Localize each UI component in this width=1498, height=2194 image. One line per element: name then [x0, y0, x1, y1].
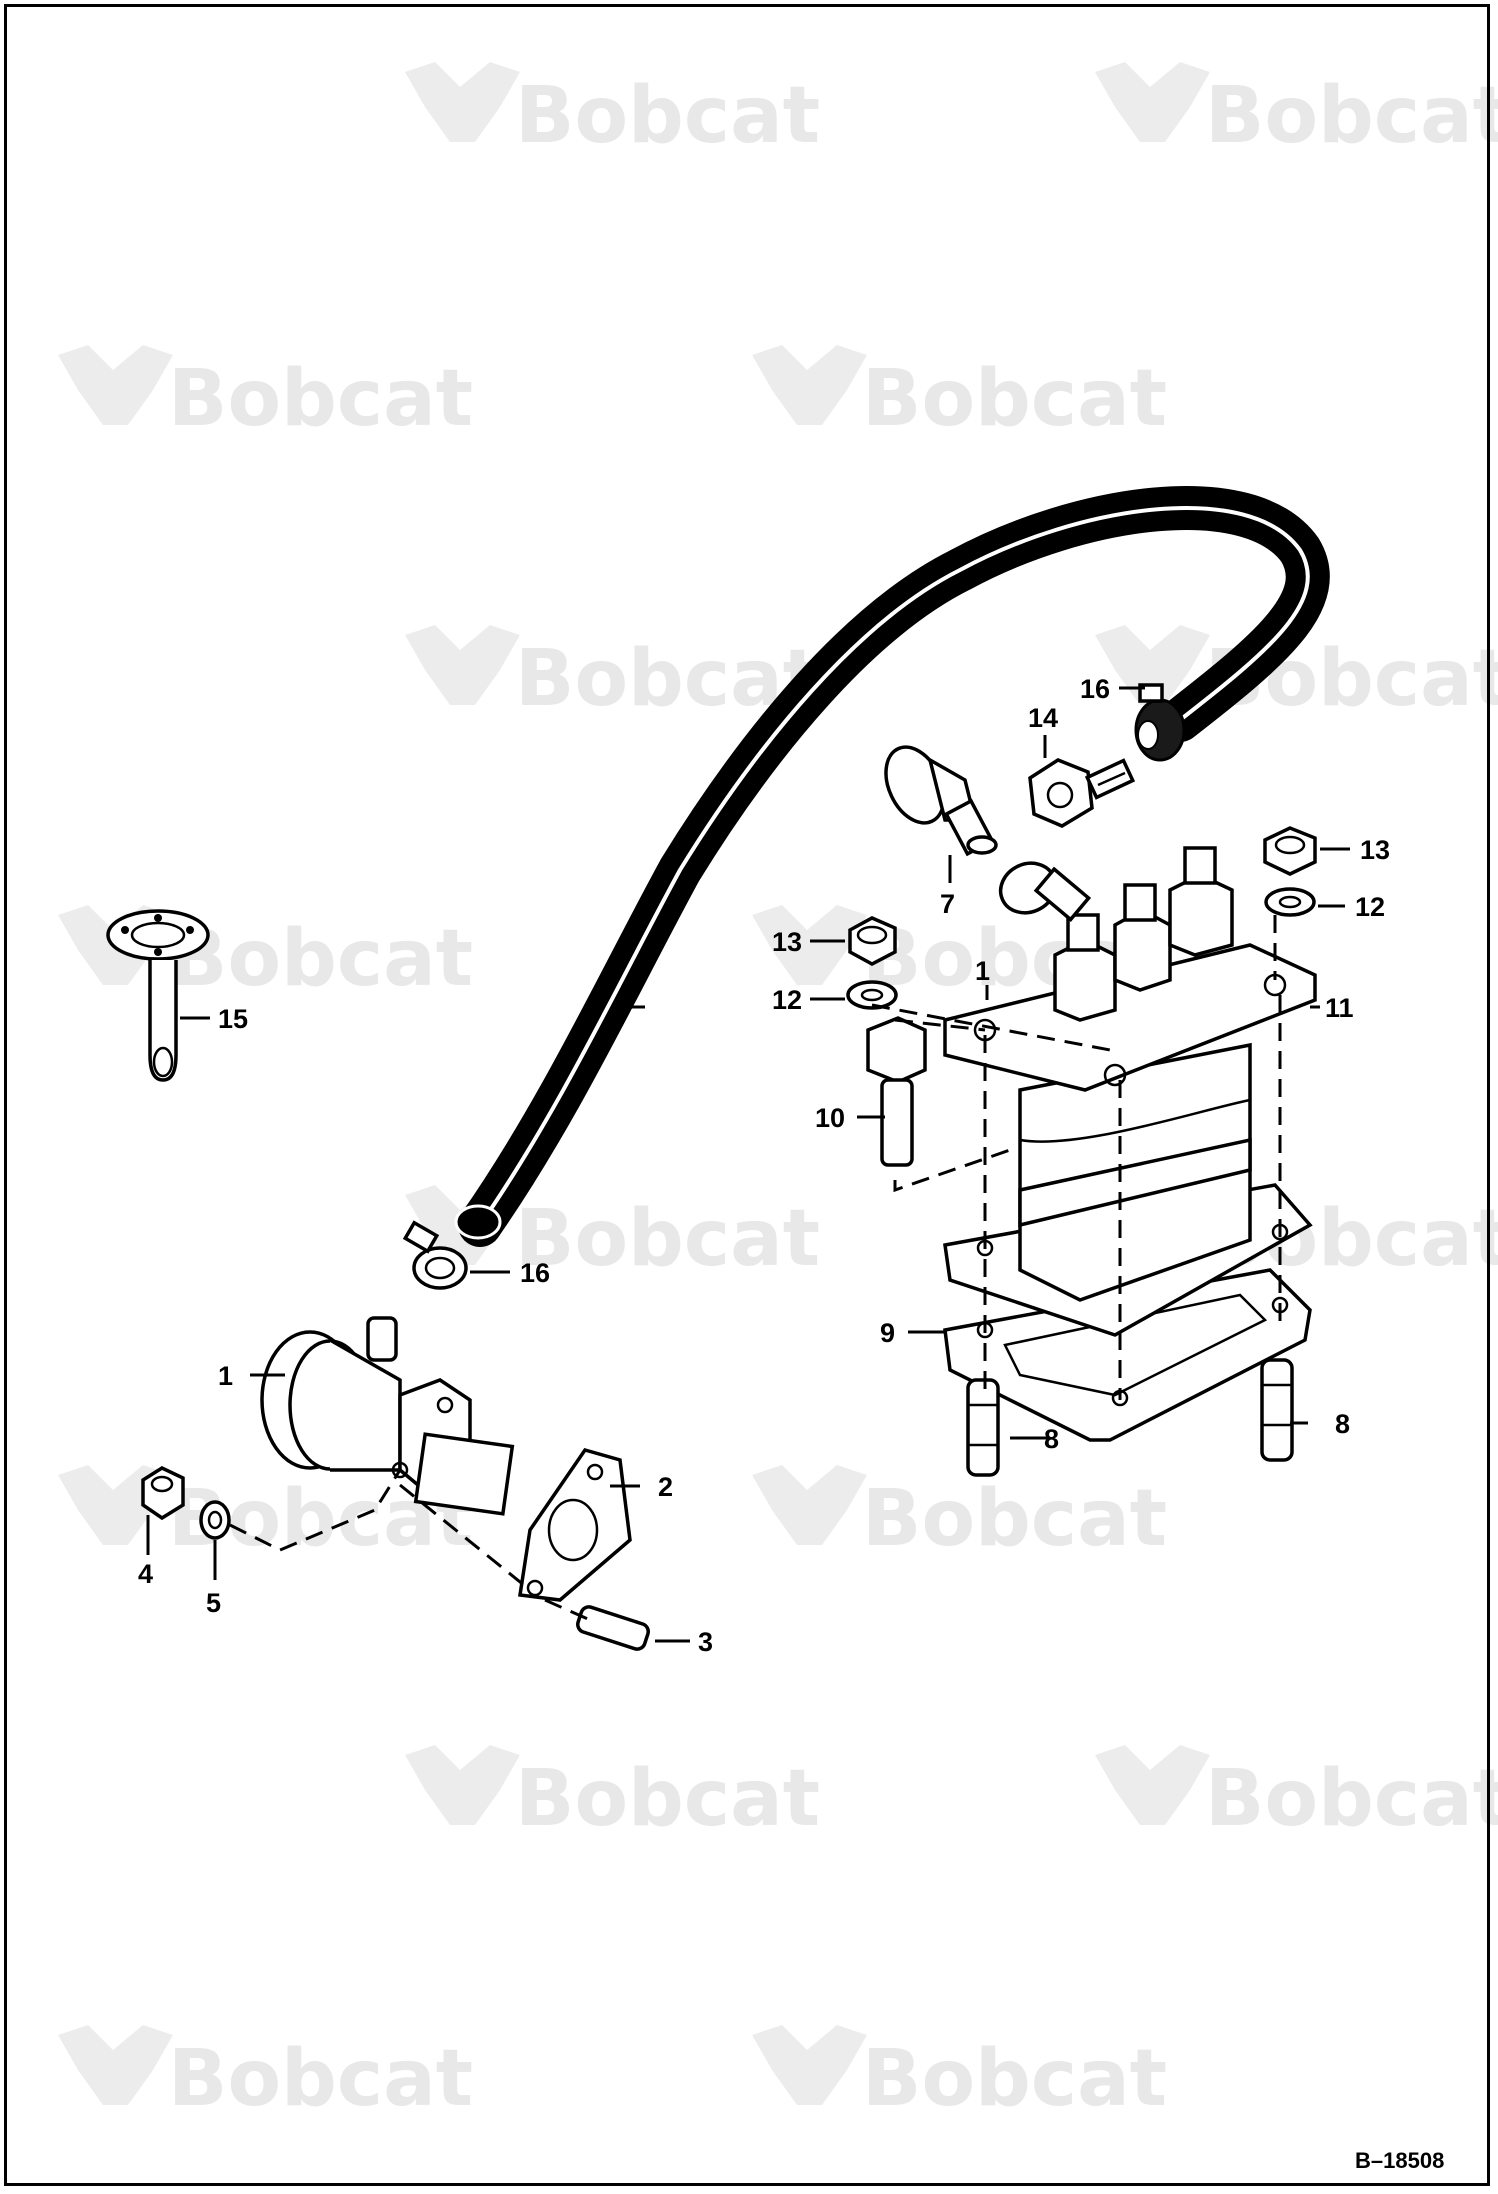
watermark: Bobcat	[58, 345, 473, 444]
injection-pump	[943, 846, 1317, 1442]
pump-nut	[141, 1466, 185, 1521]
watermark-brand: Bobcat	[862, 354, 1167, 444]
union-nut	[998, 861, 1092, 922]
callout-13: 13	[1360, 835, 1390, 865]
watermark: Bobcat	[405, 62, 820, 161]
pump-stud	[576, 1605, 650, 1651]
reference-code: B–18508	[1355, 2148, 1444, 2173]
bobcat-logo-icon	[1095, 625, 1210, 705]
watermark-brand: Bobcat	[515, 1194, 820, 1284]
stud-left	[966, 1378, 1000, 1477]
bobcat-logo-icon	[405, 1745, 520, 1825]
stud-right	[1260, 1358, 1294, 1462]
fuel-level-gauge	[106, 909, 210, 1082]
watermark-brand: Bobcat	[515, 1754, 820, 1844]
callout-2: 2	[658, 1472, 673, 1502]
hose-clamp-lower	[402, 1220, 468, 1290]
callout-12: 12	[772, 985, 802, 1015]
callout-14: 14	[1028, 703, 1058, 733]
callout-5: 5	[206, 1588, 221, 1618]
bobcat-logo-icon	[1095, 62, 1210, 142]
bolt	[866, 1016, 927, 1167]
washer-center	[846, 980, 898, 1010]
callout-12: 12	[1355, 892, 1385, 922]
watermark-brand: Bobcat	[168, 914, 473, 1004]
watermark: Bobcat	[752, 1465, 1167, 1564]
fuel-fitting	[884, 745, 998, 857]
watermark: Bobcat	[752, 2025, 1167, 2124]
hose-clamp-upper	[1134, 683, 1186, 762]
callout-8: 8	[1335, 1409, 1350, 1439]
bobcat-logo-icon	[752, 905, 867, 985]
watermark: Bobcat	[752, 345, 1167, 444]
callout-11: 11	[1325, 993, 1354, 1023]
watermark-brand: Bobcat	[1205, 1754, 1498, 1844]
pump-gasket	[517, 1447, 632, 1602]
alignment-lines-pump	[871, 915, 1282, 1400]
bobcat-logo-icon	[752, 1465, 867, 1545]
callout-16: 16	[1080, 674, 1110, 704]
watermark-brand: Bobcat	[1205, 71, 1498, 161]
bobcat-logo-icon	[1095, 1745, 1210, 1825]
page-border	[4, 4, 1490, 2186]
bobcat-logo-icon	[405, 62, 520, 142]
bobcat-logo-icon	[752, 345, 867, 425]
bobcat-logo-icon	[405, 625, 520, 705]
callout-10: 10	[815, 1103, 845, 1133]
watermark-brand: Bobcat	[168, 2034, 473, 2124]
watermark: Bobcat	[405, 1745, 820, 1844]
callout-15: 15	[218, 1004, 248, 1034]
callout-13: 13	[772, 927, 802, 957]
watermark-brand: Bobcat	[515, 71, 820, 161]
pump-washer	[199, 1500, 231, 1540]
callouts: 1 1 2 3 4 5 6 7 8 8 9 10 11 12 12 13 13 …	[138, 674, 1390, 1657]
callout-7: 7	[940, 889, 955, 919]
fuel-feed-pump	[260, 1316, 515, 1516]
nut-center	[848, 916, 897, 966]
callout-3: 3	[698, 1627, 713, 1657]
fuel-hose	[454, 486, 1330, 1247]
bobcat-logo-icon	[752, 2025, 867, 2105]
banjo-fitting	[1028, 758, 1136, 828]
callout-1: 1	[975, 956, 990, 986]
watermark: Bobcat	[1095, 62, 1498, 161]
watermark: Bobcat	[58, 2025, 473, 2124]
washer-right	[1264, 887, 1316, 917]
callout-16: 16	[520, 1258, 550, 1288]
callout-1: 1	[218, 1361, 233, 1391]
watermark-brand: Bobcat	[168, 354, 473, 444]
callout-9: 9	[880, 1318, 895, 1348]
bobcat-logo-icon	[58, 2025, 173, 2105]
watermark-brand: Bobcat	[862, 2034, 1167, 2124]
callout-8: 8	[1044, 1424, 1059, 1454]
leader-lines	[146, 686, 1350, 1643]
watermark-brand: Bobcat	[862, 1474, 1167, 1564]
alignment-lines-pump-feed	[229, 1469, 591, 1622]
callout-4: 4	[138, 1559, 153, 1589]
delivery-valve-holders	[1053, 846, 1234, 1022]
watermark-layer: Bobcat Bobcat Bobcat Bobcat Bobcat Bobca…	[58, 62, 1498, 2124]
callout-6: 6	[585, 993, 600, 1023]
bobcat-logo-icon	[58, 345, 173, 425]
watermark: Bobcat	[1095, 1745, 1498, 1844]
nut-right	[1263, 826, 1317, 876]
